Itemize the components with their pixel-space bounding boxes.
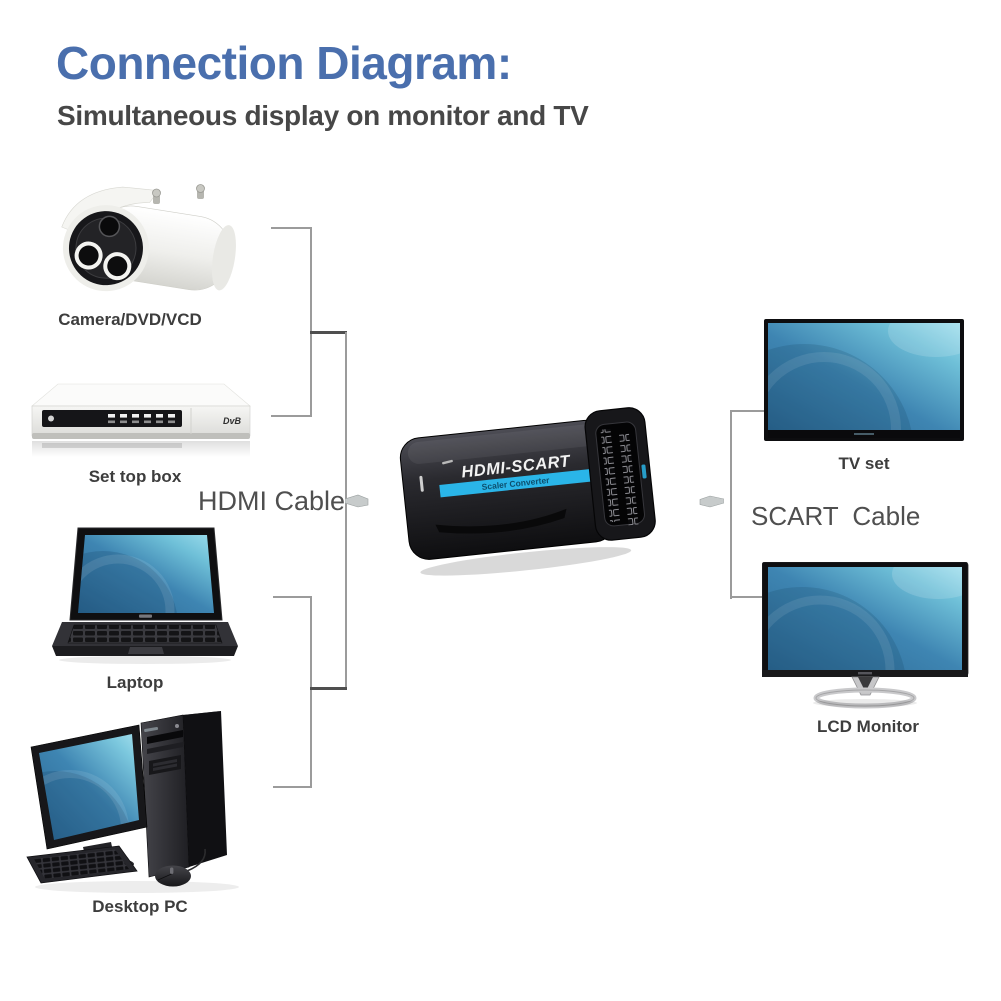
- camera-ir-led: [103, 252, 132, 281]
- wire-settop-horizontal: [271, 415, 312, 417]
- hdmi-cable-label: HDMI Cable: [198, 486, 346, 516]
- desktop-pc-illustration: [26, 711, 239, 893]
- settop-logo: DvB: [223, 416, 242, 426]
- wire-camera-horizontal: [271, 227, 312, 229]
- tv-label: TV set: [838, 454, 890, 473]
- wire-junction-bottom: [310, 687, 347, 690]
- converter-cyan-band: [439, 469, 592, 498]
- laptop-label: Laptop: [106, 673, 164, 692]
- lcd-screen: [768, 567, 962, 670]
- wire-middle-vertical: [345, 332, 347, 690]
- laptop-keyboard: [67, 624, 223, 644]
- lcd-logo: [858, 672, 872, 675]
- lcd-stand: [813, 676, 917, 709]
- scart-cable-label: SCART Cable: [751, 501, 921, 531]
- laptop-illustration: [52, 527, 238, 664]
- desktop-label: Desktop PC: [92, 897, 188, 916]
- wire-left-vertical-bottom: [310, 596, 312, 788]
- camera-mount-screws: [152, 184, 205, 204]
- hdmi-plug-icon: [345, 494, 369, 508]
- desktop-mouse: [155, 848, 206, 887]
- laptop-screen: [78, 535, 214, 613]
- lcd-monitor-illustration: [762, 562, 969, 709]
- camera-illustration: [61, 184, 236, 292]
- wire-junction-top: [310, 331, 347, 334]
- wire-desktop-horizontal: [273, 786, 312, 788]
- wire-lcd-horizontal: [730, 596, 767, 598]
- settop-front-panel: [42, 410, 182, 427]
- tv-screen: [768, 323, 960, 430]
- wire-laptop-horizontal: [273, 596, 312, 598]
- converter-scart-port: [584, 407, 656, 541]
- camera-ir-led: [74, 241, 103, 270]
- tv-logo: [854, 433, 874, 435]
- tv-illustration: [764, 319, 964, 441]
- wire-left-vertical-top: [310, 227, 312, 417]
- settop-buttons: [108, 414, 175, 424]
- set-top-box-illustration: DvB: [31, 383, 251, 457]
- scart-plug-icon: [699, 495, 724, 508]
- camera-lens: [98, 215, 121, 238]
- laptop-touchpad: [128, 647, 164, 654]
- wire-tv-horizontal: [730, 410, 767, 412]
- page-title: Connection Diagram:: [56, 37, 512, 89]
- desktop-tower: [140, 711, 227, 878]
- camera-label: Camera/DVD/VCD: [58, 310, 202, 329]
- lcd-label: LCD Monitor: [817, 717, 919, 736]
- wire-right-vertical: [730, 410, 732, 599]
- hdmi-scart-converter-illustration: HDMI-SCART Scaler Converter: [399, 407, 656, 576]
- desktop-keyboard: [26, 845, 138, 884]
- settop-power-led: [48, 415, 54, 422]
- settop-reflection: [32, 441, 250, 457]
- settop-label: Set top box: [88, 467, 182, 486]
- page-subtitle: Simultaneous display on monitor and TV: [57, 100, 589, 131]
